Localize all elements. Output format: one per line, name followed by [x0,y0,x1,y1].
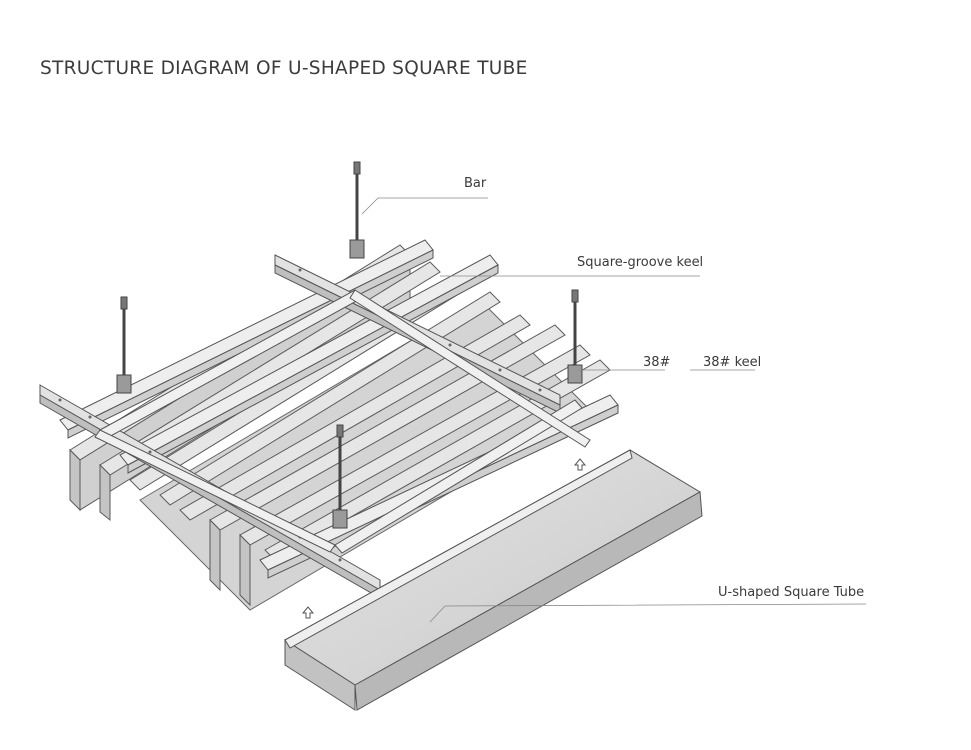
install-arrows [301,458,587,619]
label-u-shaped-square-tube: U-shaped Square Tube [718,585,865,600]
leader-bar [361,197,488,215]
label-38-short: 38# [643,355,671,370]
arrow-up-icon-right [573,458,587,471]
u-shaped-square-tube-loose [284,449,703,711]
label-bar: Bar [464,176,487,191]
hanger-bottom [332,424,348,529]
label-square-groove-keel: Square-groove keel [577,255,704,270]
leader-u-tube [429,603,867,623]
hanger-left [116,296,132,394]
hanger-bars [116,161,583,529]
main-keel [94,289,591,554]
label-38-keel: 38# keel [703,355,762,370]
arrow-up-icon-left [301,606,315,619]
diagram-title: STRUCTURE DIAGRAM OF U-SHAPED SQUARE TUB… [40,58,528,79]
hanger-right [567,289,583,384]
hanger-top [349,161,365,259]
leader-lines [361,197,867,623]
